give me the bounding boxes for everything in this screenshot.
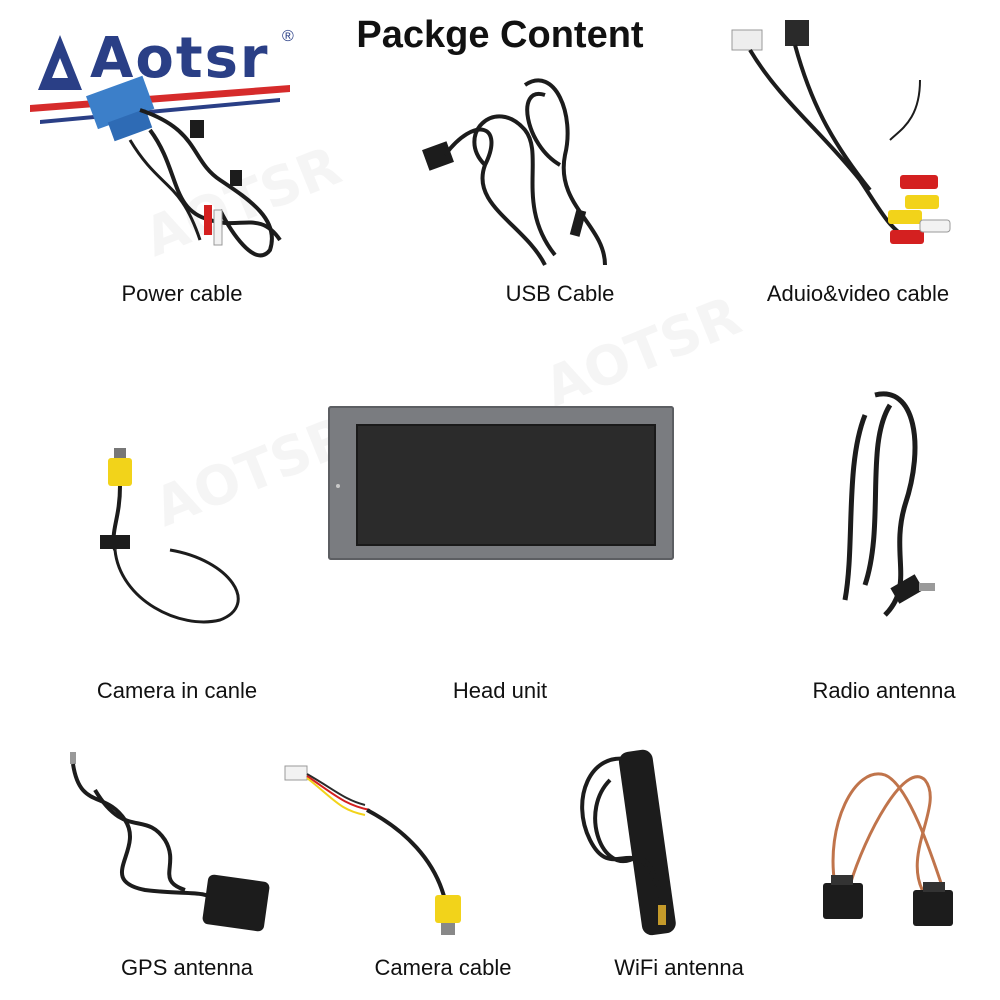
registered-mark: ® bbox=[282, 28, 294, 45]
page-title: Packge Content bbox=[356, 14, 644, 56]
radio-antenna-image bbox=[825, 385, 955, 640]
item-label-audio-video-cable: Aduio&video cable bbox=[766, 281, 950, 306]
camera-in-cable-image bbox=[90, 440, 250, 645]
item-label-wifi-antenna: WiFi antenna bbox=[614, 955, 744, 980]
item-label-head-unit: Head unit bbox=[452, 678, 548, 703]
brand-name: Aotsr bbox=[90, 26, 270, 91]
item-label-radio-antenna: Radio antenna bbox=[812, 678, 956, 703]
brand-logo: Aotsr ® bbox=[30, 20, 300, 130]
wifi-antenna-image bbox=[570, 740, 770, 945]
gps-antenna-image bbox=[65, 750, 285, 955]
audio-video-cable-image bbox=[720, 10, 980, 265]
item-label-camera-cable: Camera cable bbox=[374, 955, 512, 980]
item-label-gps-antenna: GPS antenna bbox=[120, 955, 254, 980]
camera-cable-image bbox=[284, 760, 505, 965]
item-label-usb-cable: USB Cable bbox=[505, 281, 615, 306]
head-unit-indicator bbox=[336, 484, 340, 488]
fiber-optic-cable-image bbox=[815, 755, 975, 950]
item-label-camera-in-cable: Camera in canle bbox=[96, 678, 258, 703]
power-cable-image bbox=[80, 70, 300, 275]
usb-cable-image bbox=[415, 75, 635, 280]
item-label-power-cable: Power cable bbox=[121, 281, 243, 306]
head-unit-screen bbox=[356, 424, 656, 546]
head-unit-image bbox=[328, 406, 674, 560]
